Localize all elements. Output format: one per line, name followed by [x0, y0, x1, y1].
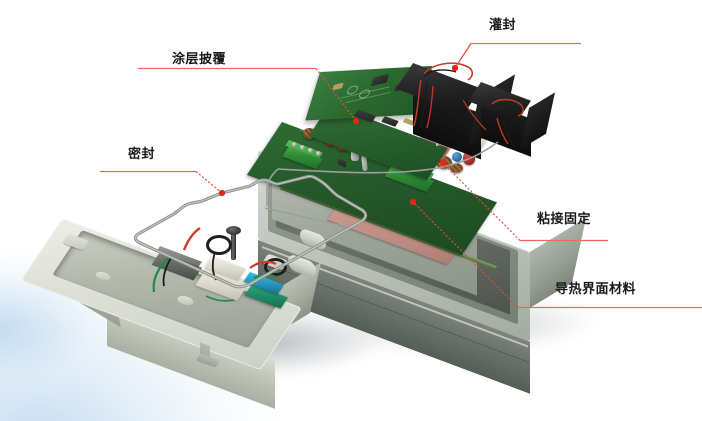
callout-label-sealing: 密封 — [128, 146, 156, 161]
capacitor-blue — [452, 152, 462, 162]
callout-label-potting: 灌封 — [489, 17, 517, 32]
switch-knob — [226, 226, 241, 235]
cable-grommet — [206, 235, 232, 255]
cable-grommet — [264, 258, 287, 276]
toroid-inductor — [450, 163, 463, 173]
callout-label-thermal-interface: 导热界面材料 — [555, 281, 637, 296]
callout-label-coating: 涂层披覆 — [172, 51, 227, 66]
callout-label-bonding: 粘接固定 — [537, 211, 592, 226]
